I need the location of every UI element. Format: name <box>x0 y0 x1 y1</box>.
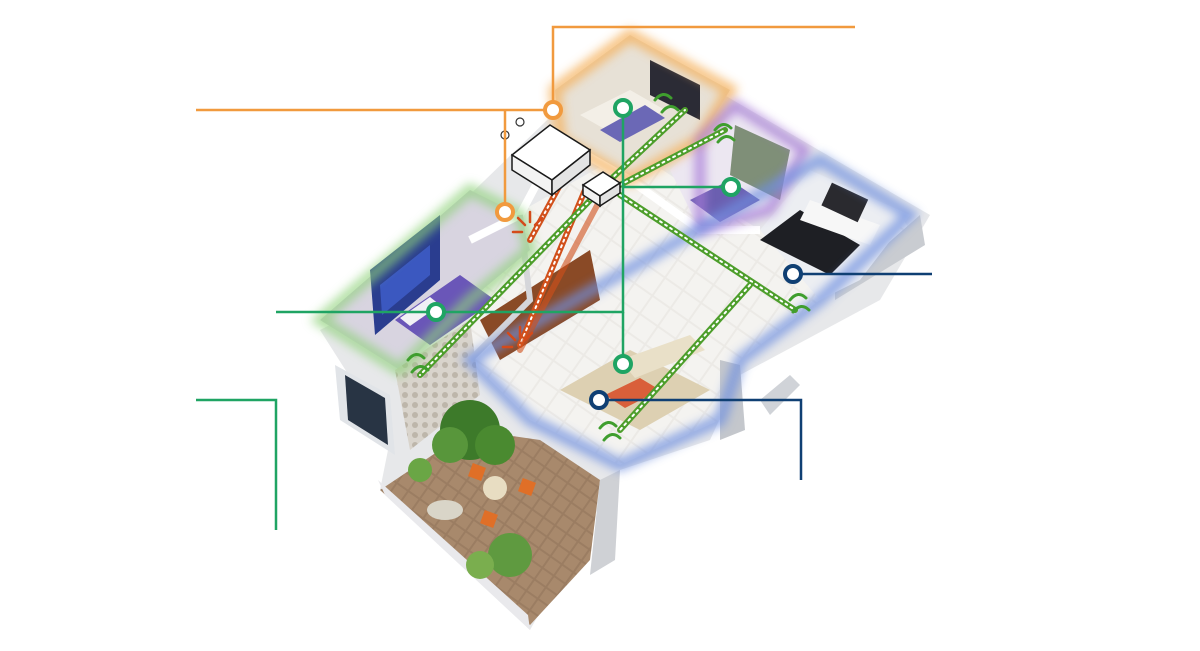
fresh-air-point-icon <box>426 302 446 322</box>
kitchen-counter <box>800 200 880 245</box>
leader-fresh-air-left <box>196 398 278 530</box>
markers <box>426 98 803 410</box>
garden-wall-left <box>378 480 530 630</box>
sofa <box>620 335 705 378</box>
supply-point-icon <box>495 202 515 222</box>
bedroom-top-bedspread <box>600 105 665 142</box>
balcony-glass <box>345 375 388 445</box>
lattice-wall <box>395 320 480 450</box>
exhaust-point-icon <box>783 264 803 284</box>
fresh-air-point-icon <box>721 177 741 197</box>
living-kitchen-glow <box>460 153 920 472</box>
exhaust-point-icon <box>589 390 609 410</box>
duct-to-bedroom-right <box>617 127 728 188</box>
bedroom-left-glow <box>309 182 537 378</box>
garden-wall-right <box>590 470 620 575</box>
garden-furniture <box>427 463 536 528</box>
exterior-wall-lower-right <box>760 375 800 415</box>
kitchen-window <box>821 182 869 223</box>
duct-to-bedroom-left <box>417 187 603 378</box>
airflow-arrows-icon <box>406 93 811 442</box>
supply-point-icon <box>543 100 563 120</box>
bedroom-left-window <box>380 245 430 315</box>
ducts <box>417 107 798 433</box>
fresh-air-point-icon <box>613 98 633 118</box>
ventilation-unit-icon <box>500 117 592 197</box>
duct-to-living-room <box>617 282 753 433</box>
distribution-box-icon <box>581 171 622 208</box>
heat-vent-icon <box>501 210 544 349</box>
leader-lines <box>196 25 932 530</box>
kitchen-cabinet <box>760 210 860 275</box>
garden-patio <box>380 430 600 625</box>
fresh-air-point-icon <box>613 354 633 374</box>
apartment-building <box>309 27 930 630</box>
leader-supply-top <box>551 25 855 110</box>
bedroom-top-wardrobe <box>650 60 700 120</box>
bedroom-right-bed <box>690 180 760 222</box>
leader-exhaust-living <box>599 398 803 480</box>
garden-plants <box>408 400 532 579</box>
duct-to-kitchen <box>617 192 798 313</box>
